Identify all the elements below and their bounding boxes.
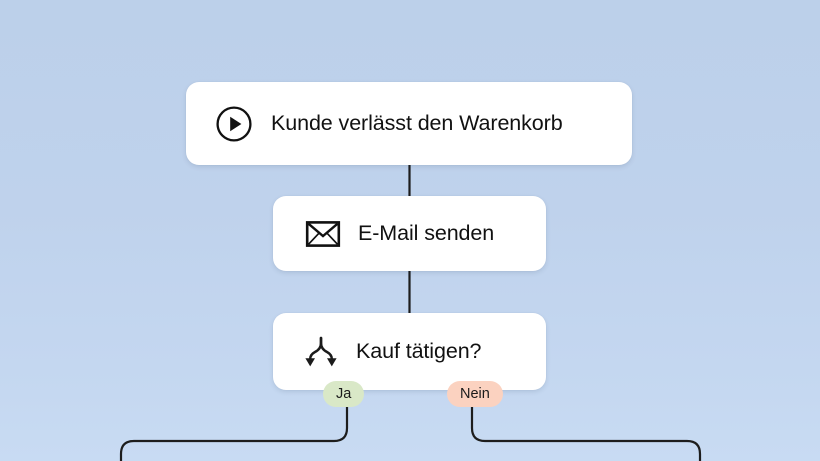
play-circle-icon — [215, 105, 253, 143]
branch-badge-yes-label: Ja — [336, 386, 352, 402]
flow-node-condition-label: Kauf tätigen? — [356, 339, 482, 363]
edge-branch-no — [470, 402, 702, 461]
branch-badge-no[interactable]: Nein — [447, 381, 503, 407]
flow-node-condition[interactable]: Kauf tätigen? — [273, 313, 546, 390]
flow-node-trigger-label: Kunde verlässt den Warenkorb — [271, 111, 563, 135]
flow-node-trigger[interactable]: Kunde verlässt den Warenkorb — [186, 82, 632, 165]
flow-node-email[interactable]: E-Mail senden — [273, 196, 546, 271]
branch-badge-no-label: Nein — [460, 386, 490, 402]
flow-node-email-label: E-Mail senden — [358, 221, 495, 245]
branch-split-icon — [303, 335, 339, 369]
edge-branch-yes — [119, 402, 349, 461]
branch-badge-yes[interactable]: Ja — [323, 381, 365, 407]
envelope-icon — [305, 219, 341, 249]
